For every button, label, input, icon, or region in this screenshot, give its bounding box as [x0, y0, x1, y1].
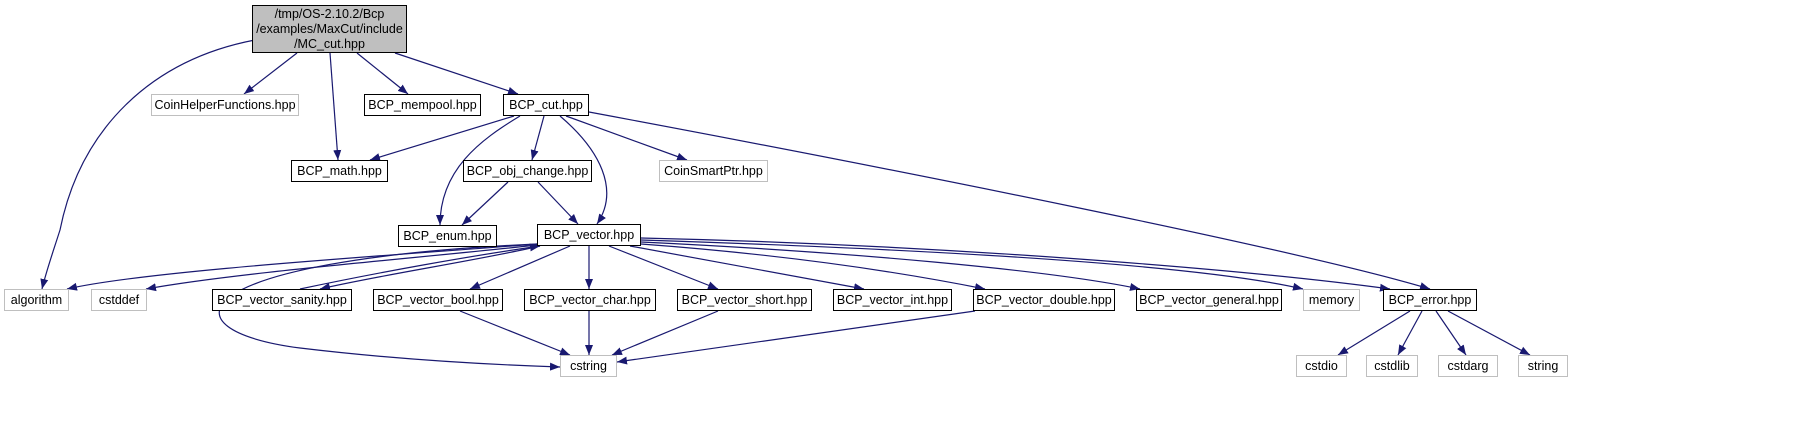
- edge-bcp-vector-to-bcp-vector-bool: [469, 245, 571, 290]
- edge-bcp-cut-to-bcp-math: [369, 115, 515, 161]
- edge-root-to-bcp-math: [329, 52, 342, 161]
- node-memory: memory: [1303, 289, 1360, 311]
- node-algorithm: algorithm: [4, 289, 69, 311]
- edge-bcp-cut-to-bcp-obj-change: [530, 115, 545, 161]
- edge-bcp-vector-to-bcp-vector-double: [640, 243, 986, 291]
- edge-bcp-vector-to-bcp-vector-sanity: [319, 245, 541, 291]
- edge-bcp-error-to-string: [1447, 310, 1531, 356]
- edge-bcp-vector-short-to-cstring: [611, 310, 719, 356]
- node-root-line-3: /MC_cut.hpp: [294, 36, 365, 51]
- edge-bcp-obj-change-to-bcp-vector: [537, 181, 579, 225]
- node-cstdlib: cstdlib: [1366, 355, 1418, 377]
- edge-root-to-bcp-mempool: [356, 52, 409, 95]
- node-cstddef: cstddef: [91, 289, 147, 311]
- node-bcp-vector-double[interactable]: BCP_vector_double.hpp: [973, 289, 1115, 311]
- node-bcp-enum[interactable]: BCP_enum.hpp: [398, 225, 497, 247]
- edge-bcp-vector-to-bcp-vector-int: [629, 245, 865, 292]
- edge-bcp-vector-bool-to-cstring: [459, 310, 571, 356]
- node-root-line-1: /tmp/OS-2.10.2/Bcp: [274, 6, 385, 21]
- node-bcp-error[interactable]: BCP_error.hpp: [1383, 289, 1477, 311]
- node-bcp-vector-int[interactable]: BCP_vector_int.hpp: [833, 289, 952, 311]
- node-bcp-vector-short[interactable]: BCP_vector_short.hpp: [677, 289, 812, 311]
- node-root-line-2: /examples/MaxCut/include: [256, 21, 403, 36]
- edge-bcp-cut-to-bcp-vector: [559, 115, 608, 225]
- node-cstring: cstring: [560, 355, 617, 377]
- node-bcp-vector-sanity[interactable]: BCP_vector_sanity.hpp: [212, 289, 352, 311]
- edge-bcp-vector-to-cstring: [218, 243, 561, 371]
- node-bcp-vector[interactable]: BCP_vector.hpp: [537, 224, 641, 246]
- node-cstdarg: cstdarg: [1438, 355, 1498, 377]
- edge-bcp-vector-to-cstddef: [145, 244, 538, 292]
- edge-root-to-algorithm: [40, 39, 256, 290]
- node-bcp-mempool[interactable]: BCP_mempool.hpp: [364, 94, 481, 116]
- node-bcp-vector-general[interactable]: BCP_vector_general.hpp: [1136, 289, 1282, 311]
- edge-bcp-cut-to-bcp-error: [588, 111, 1431, 290]
- edge-bcp-vector-to-bcp-vector-short: [608, 245, 719, 290]
- node-bcp-obj-change[interactable]: BCP_obj_change.hpp: [463, 160, 592, 182]
- edge-bcp-vector-to-algorithm: [66, 243, 538, 291]
- edge-bcp-cut-to-coinsmartptr: [565, 115, 688, 161]
- node-coin-helper-functions: CoinHelperFunctions.hpp: [151, 94, 299, 116]
- node-bcp-math[interactable]: BCP_math.hpp: [291, 160, 388, 182]
- edge-bcp-error-to-cstdlib: [1397, 310, 1423, 356]
- node-mc-cut-hpp: /tmp/OS-2.10.2/Bcp /examples/MaxCut/incl…: [252, 5, 407, 53]
- node-bcp-vector-bool[interactable]: BCP_vector_bool.hpp: [373, 289, 503, 311]
- node-coin-smart-ptr: CoinSmartPtr.hpp: [659, 160, 768, 182]
- edge-bcp-cut-to-bcp-enum: [436, 115, 521, 226]
- edge-bcp-vector-double-to-cstring: [616, 310, 976, 365]
- edge-bcp-obj-change-to-bcp-enum: [461, 181, 509, 226]
- node-cstdio: cstdio: [1296, 355, 1347, 377]
- node-bcp-vector-char[interactable]: BCP_vector_char.hpp: [524, 289, 656, 311]
- edge-root-to-bcp-cut: [394, 52, 519, 95]
- edge-root-to-coinhelper: [243, 52, 298, 95]
- edge-bcp-vector-sanity-to-bcp-vector: [299, 243, 541, 290]
- node-string: string: [1518, 355, 1568, 377]
- edge-bcp-error-to-cstdio: [1337, 310, 1411, 356]
- node-bcp-cut[interactable]: BCP_cut.hpp: [503, 94, 589, 116]
- edge-bcp-vector-to-bcp-error: [640, 237, 1391, 292]
- edge-bcp-error-to-cstdarg: [1435, 310, 1467, 356]
- edge-bcp-vector-to-memory: [640, 239, 1304, 291]
- edge-bcp-vector-to-bcp-vector-general: [640, 241, 1141, 291]
